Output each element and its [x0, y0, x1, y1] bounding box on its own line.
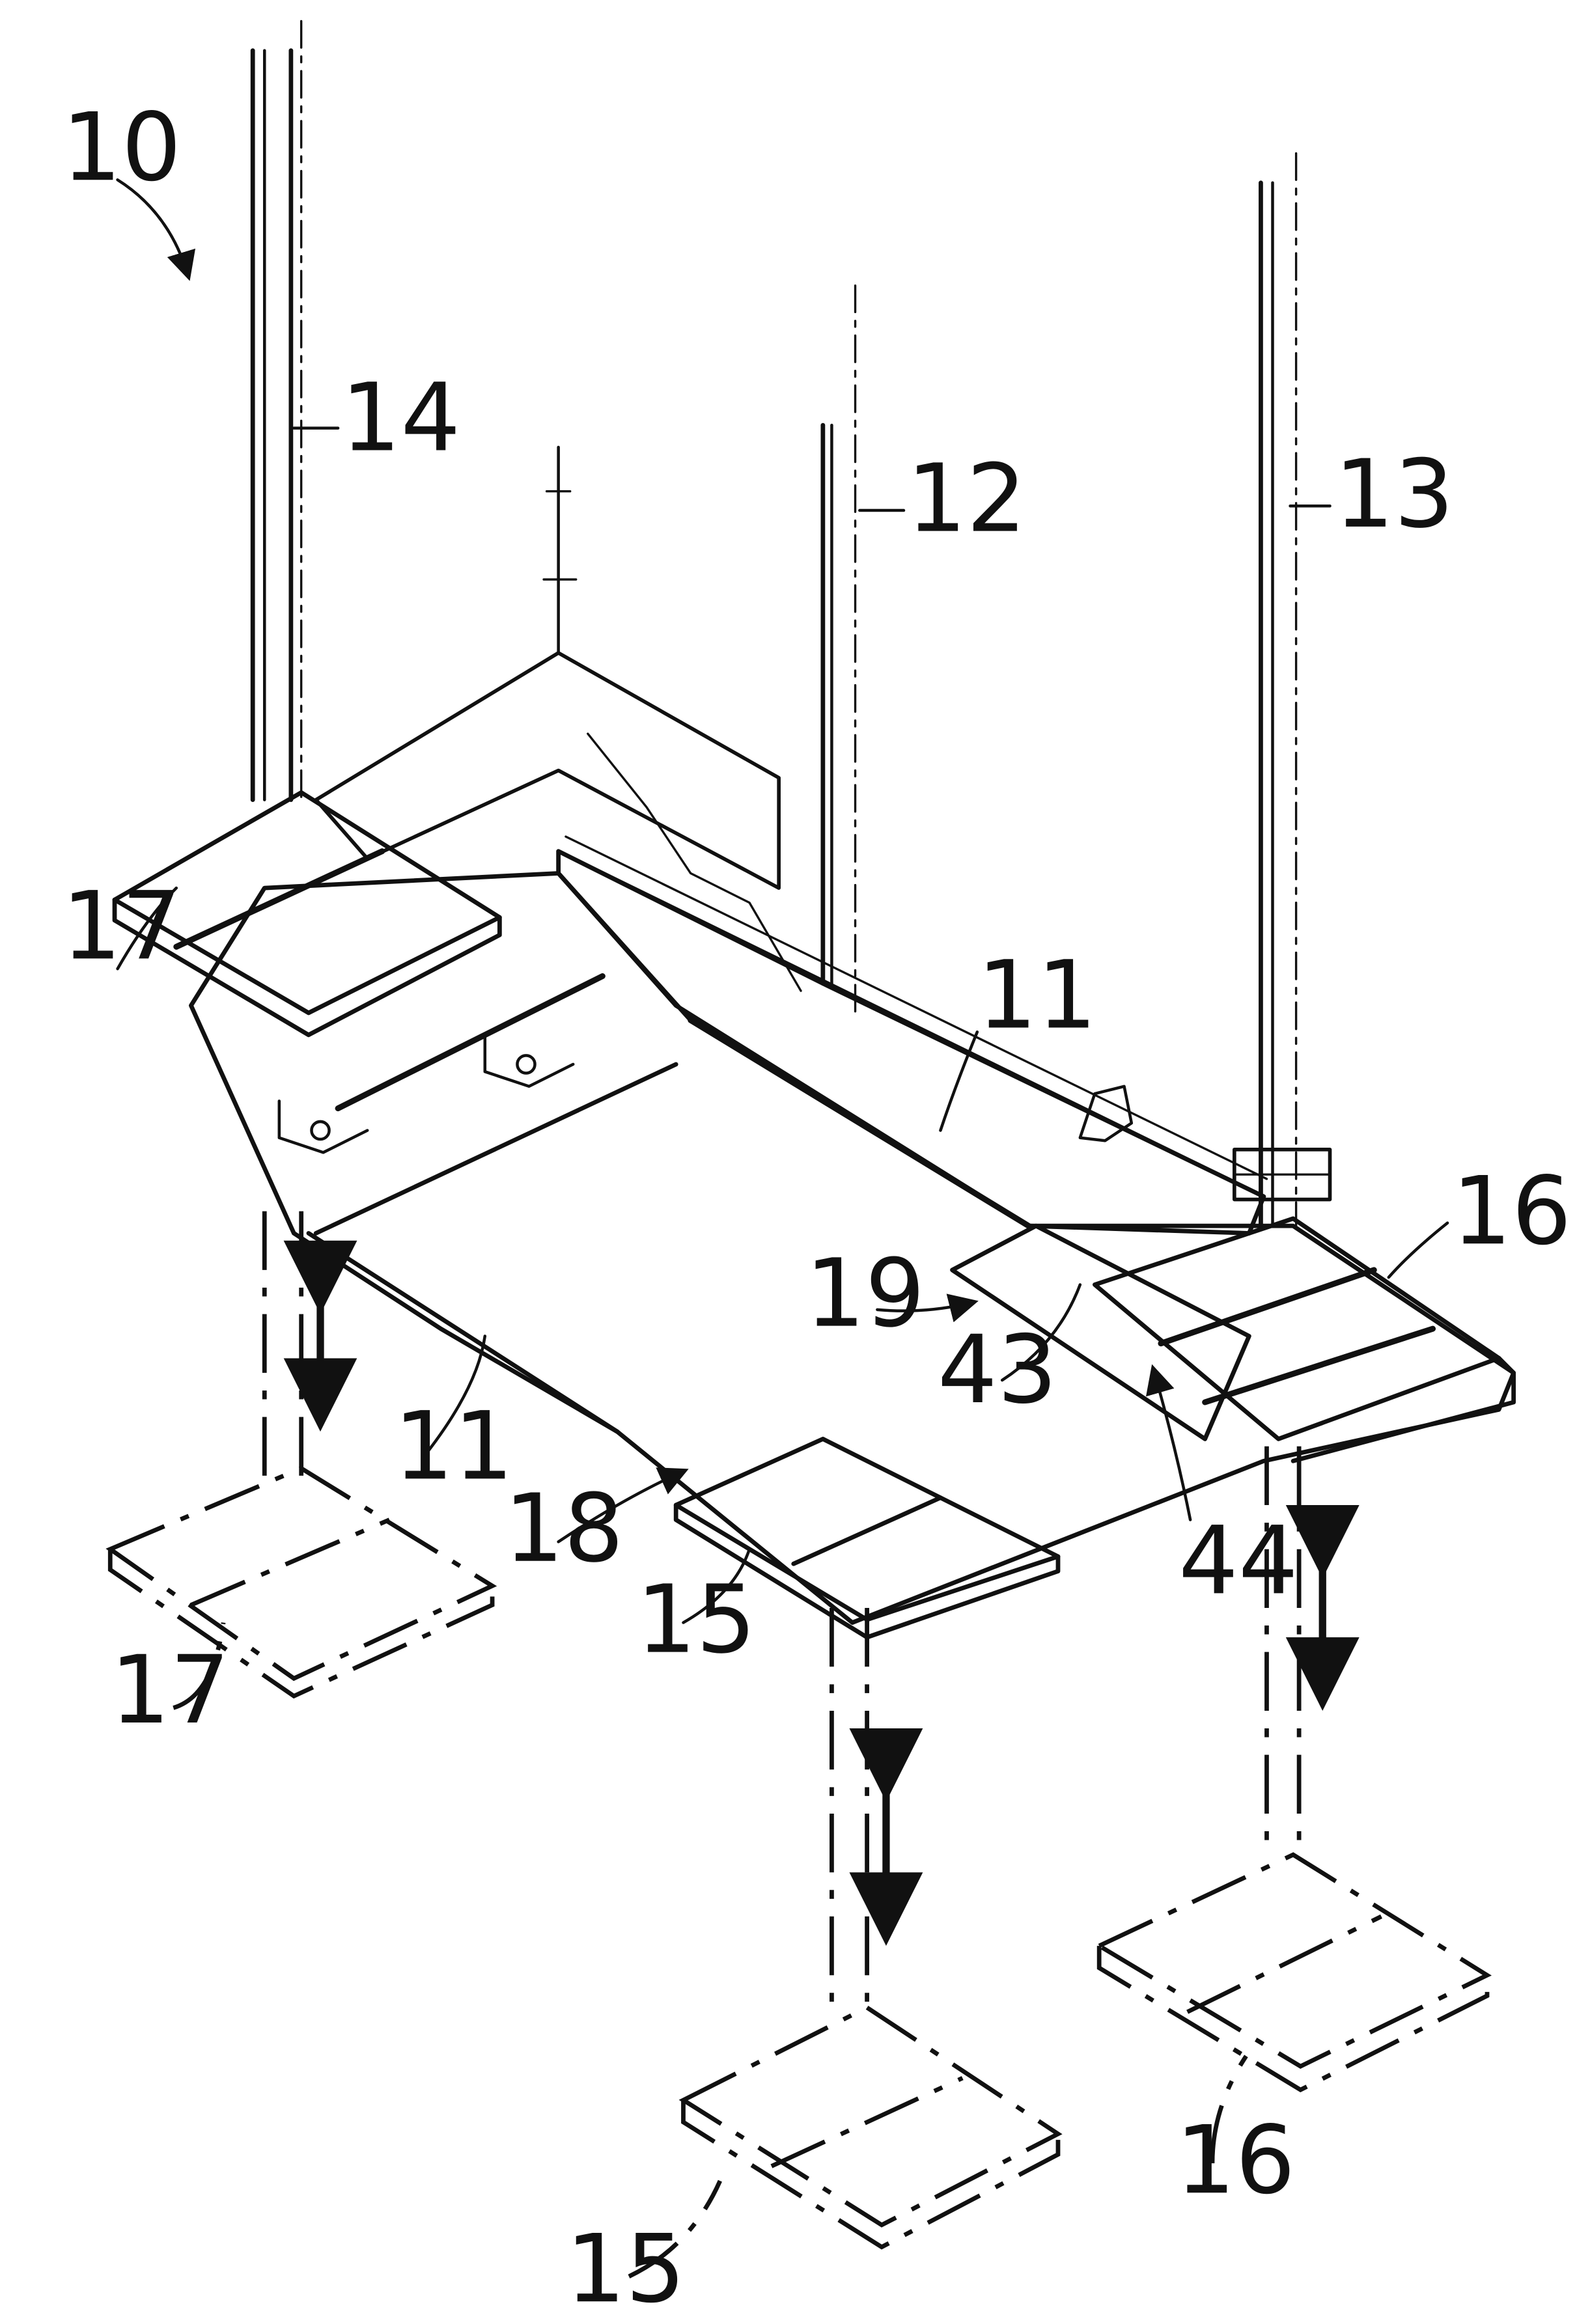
pad-right-lowered — [1099, 1855, 1487, 2090]
label-pad-right-lowered: 16 — [1176, 2106, 1296, 2215]
thruster-fore — [279, 1101, 367, 1152]
label-assembly: 10 — [62, 93, 182, 202]
label-pad-front: 15 — [636, 1566, 756, 1675]
label-hull-side: 11 — [977, 941, 1097, 1050]
label-recess-right: 19 — [805, 1239, 925, 1349]
label-hull-bottom: 11 — [394, 1392, 514, 1501]
label-ramp-edge: 44 — [1179, 1506, 1298, 1616]
label-pad-left-lowered: 17 — [110, 1636, 230, 1745]
leg-left — [253, 21, 301, 1475]
label-leg-right: 13 — [1334, 440, 1454, 549]
label-pad-left: 17 — [62, 872, 182, 981]
label-pad-front-lowered: 15 — [566, 2215, 686, 2324]
pad-front-lowered — [683, 2008, 1058, 2247]
label-ramp: 43 — [938, 1316, 1057, 1425]
leg-middle — [823, 286, 867, 2019]
thruster-aft — [485, 1035, 573, 1086]
barge-hull — [191, 447, 1513, 1623]
label-leg-middle: 12 — [907, 445, 1027, 554]
label-pad-right: 16 — [1452, 1157, 1572, 1266]
label-leg-left: 14 — [341, 364, 461, 473]
pad-right-raised — [1095, 1219, 1513, 1461]
label-recess-front: 18 — [504, 1474, 624, 1584]
